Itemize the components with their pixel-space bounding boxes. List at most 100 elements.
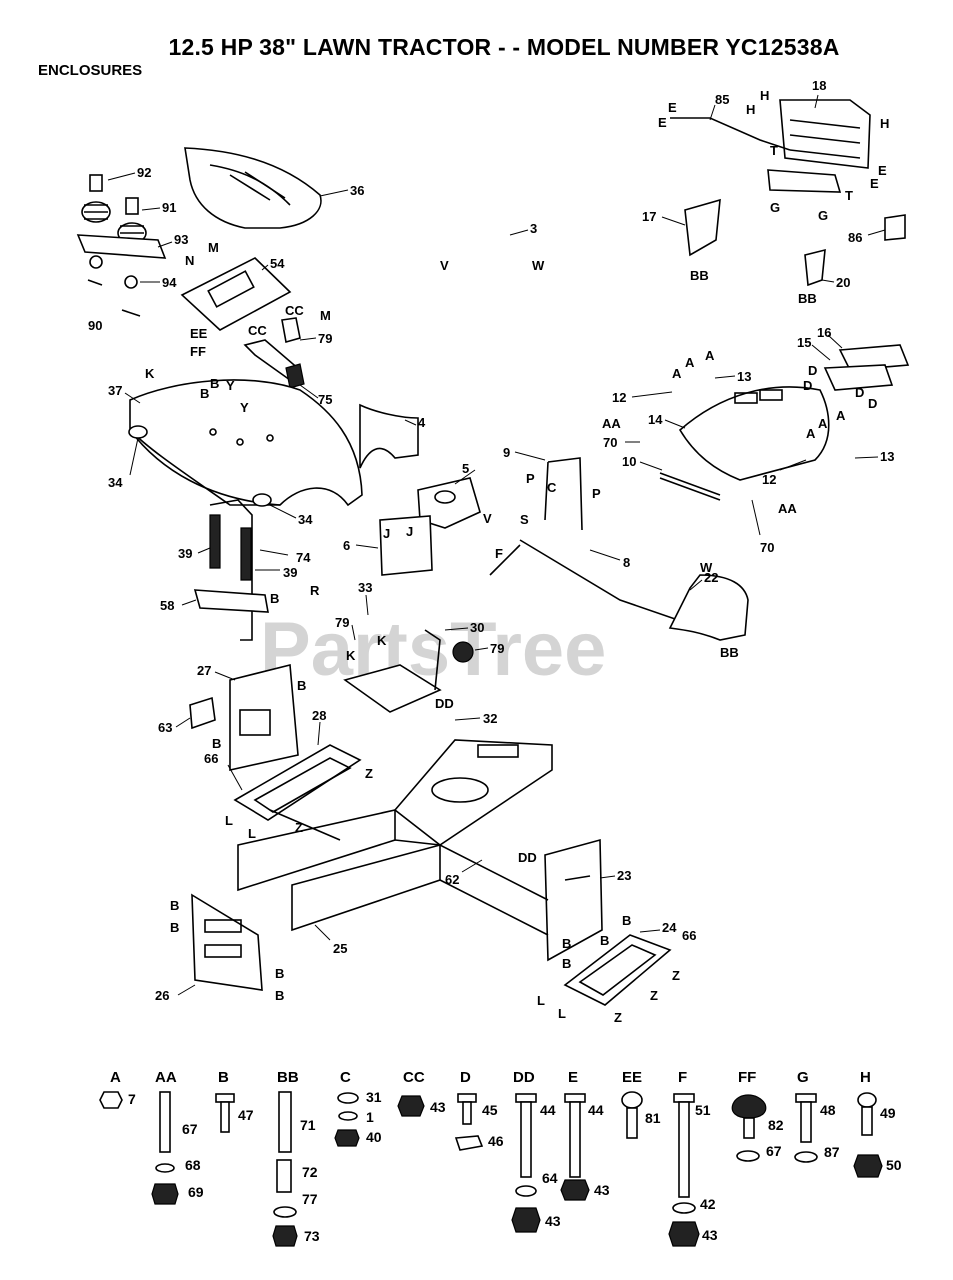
callout-number[interactable]: 24 bbox=[662, 920, 677, 935]
callout-number[interactable]: 79 bbox=[335, 615, 349, 630]
part-number[interactable]: 82 bbox=[768, 1117, 784, 1133]
part-frame-rod[interactable] bbox=[489, 539, 679, 621]
part-number[interactable]: 73 bbox=[304, 1228, 320, 1244]
part-number[interactable]: 49 bbox=[880, 1105, 896, 1121]
part-grille[interactable] bbox=[670, 99, 871, 193]
callout-number[interactable]: 66 bbox=[204, 751, 218, 766]
callout-number[interactable]: 32 bbox=[483, 711, 497, 726]
part-seat-pivot[interactable] bbox=[243, 317, 305, 389]
callout-number[interactable]: 70 bbox=[603, 435, 617, 450]
part-number[interactable]: 43 bbox=[545, 1213, 561, 1229]
callout-number[interactable]: 86 bbox=[848, 230, 862, 245]
callout-number[interactable]: 34 bbox=[108, 475, 123, 490]
callout-number[interactable]: 6 bbox=[343, 538, 350, 553]
part-number[interactable]: 67 bbox=[766, 1143, 782, 1159]
part-headlight-bar[interactable] bbox=[823, 344, 910, 391]
part-number[interactable]: 43 bbox=[702, 1227, 718, 1243]
part-number[interactable]: 77 bbox=[302, 1191, 318, 1207]
callout-number[interactable]: 62 bbox=[445, 872, 459, 887]
part-number[interactable]: 87 bbox=[824, 1144, 840, 1160]
callout-number[interactable]: 3 bbox=[530, 221, 537, 236]
part-hood-support[interactable] bbox=[544, 457, 583, 531]
callout-number[interactable]: 34 bbox=[298, 512, 313, 527]
part-knob[interactable] bbox=[189, 696, 216, 730]
part-control-panel[interactable] bbox=[343, 629, 474, 713]
part-number[interactable]: 44 bbox=[540, 1102, 556, 1118]
callout-number[interactable]: 12 bbox=[612, 390, 626, 405]
callout-number[interactable]: 23 bbox=[617, 868, 631, 883]
part-seat[interactable] bbox=[184, 147, 322, 229]
callout-number[interactable]: 20 bbox=[836, 275, 850, 290]
part-number[interactable]: 50 bbox=[886, 1157, 902, 1173]
part-number[interactable]: 42 bbox=[700, 1196, 716, 1212]
callout-number[interactable]: 54 bbox=[270, 256, 285, 271]
part-number[interactable]: 67 bbox=[182, 1121, 198, 1137]
callout-number[interactable]: 30 bbox=[470, 620, 484, 635]
part-footrest-left[interactable] bbox=[233, 744, 362, 821]
part-side-panel-left[interactable] bbox=[229, 663, 299, 771]
callout-number[interactable]: 26 bbox=[155, 988, 169, 1003]
callout-number[interactable]: 37 bbox=[108, 383, 122, 398]
part-number[interactable]: 44 bbox=[588, 1102, 604, 1118]
part-frame-rail-left[interactable] bbox=[237, 809, 441, 932]
callout-number[interactable]: 13 bbox=[880, 449, 894, 464]
part-footrest-right[interactable] bbox=[563, 934, 672, 1006]
part-number[interactable]: 46 bbox=[488, 1133, 504, 1149]
callout-number[interactable]: 10 bbox=[622, 454, 636, 469]
part-hood-fender[interactable] bbox=[128, 379, 363, 507]
part-seat-springs[interactable] bbox=[76, 174, 167, 317]
part-number[interactable]: 72 bbox=[302, 1164, 318, 1180]
part-number[interactable]: 81 bbox=[645, 1110, 661, 1126]
part-number[interactable]: 51 bbox=[695, 1102, 711, 1118]
callout-number[interactable]: 14 bbox=[648, 412, 663, 427]
callout-number[interactable]: 91 bbox=[162, 200, 176, 215]
callout-number[interactable]: 66 bbox=[682, 928, 696, 943]
part-pedal-springs[interactable] bbox=[193, 499, 269, 641]
callout-number[interactable]: 75 bbox=[318, 392, 332, 407]
part-steering-plate[interactable] bbox=[379, 515, 433, 576]
callout-number[interactable]: 39 bbox=[178, 546, 192, 561]
part-number[interactable]: 45 bbox=[482, 1102, 498, 1118]
part-rod[interactable] bbox=[659, 472, 721, 501]
part-number[interactable]: 31 bbox=[366, 1089, 382, 1105]
part-dash-support[interactable] bbox=[359, 403, 419, 469]
callout-number[interactable]: 36 bbox=[350, 183, 364, 198]
part-number[interactable]: 47 bbox=[238, 1107, 254, 1123]
part-number[interactable]: 43 bbox=[430, 1099, 446, 1115]
callout-number[interactable]: 12 bbox=[762, 472, 776, 487]
callout-number[interactable]: 74 bbox=[296, 550, 311, 565]
callout-number[interactable]: 15 bbox=[797, 335, 811, 350]
callout-number[interactable]: 63 bbox=[158, 720, 172, 735]
callout-number[interactable]: 5 bbox=[462, 461, 469, 476]
part-bracket-17[interactable] bbox=[684, 198, 721, 257]
part-number[interactable]: 7 bbox=[128, 1091, 136, 1107]
part-number[interactable]: 43 bbox=[594, 1182, 610, 1198]
part-side-panel-right[interactable] bbox=[544, 838, 603, 962]
part-number[interactable]: 64 bbox=[542, 1170, 558, 1186]
callout-number[interactable]: 39 bbox=[283, 565, 297, 580]
callout-number[interactable]: 13 bbox=[737, 369, 751, 384]
callout-number[interactable]: 9 bbox=[503, 445, 510, 460]
callout-number[interactable]: 25 bbox=[333, 941, 347, 956]
callout-number[interactable]: 16 bbox=[817, 325, 831, 340]
part-frame-top[interactable] bbox=[393, 739, 553, 846]
callout-number[interactable]: 17 bbox=[642, 209, 656, 224]
callout-number[interactable]: 70 bbox=[760, 540, 774, 555]
callout-number[interactable]: 22 bbox=[704, 570, 718, 585]
callout-number[interactable]: 58 bbox=[160, 598, 174, 613]
part-rear-fender-left[interactable] bbox=[191, 893, 263, 991]
part-bracket-86[interactable] bbox=[884, 214, 906, 241]
callout-number[interactable]: 79 bbox=[490, 641, 504, 656]
part-bracket-20[interactable] bbox=[804, 248, 826, 287]
part-number[interactable]: 40 bbox=[366, 1129, 382, 1145]
callout-number[interactable]: 94 bbox=[162, 275, 177, 290]
part-number[interactable]: 68 bbox=[185, 1157, 201, 1173]
part-number[interactable]: 71 bbox=[300, 1117, 316, 1133]
part-hood[interactable] bbox=[678, 386, 830, 481]
callout-number[interactable]: 85 bbox=[715, 92, 729, 107]
part-seat-bracket[interactable] bbox=[180, 257, 292, 331]
callout-number[interactable]: 18 bbox=[812, 78, 826, 93]
callout-number[interactable]: 8 bbox=[623, 555, 630, 570]
part-number[interactable]: 1 bbox=[366, 1109, 374, 1125]
part-front-bumper[interactable] bbox=[668, 574, 749, 641]
